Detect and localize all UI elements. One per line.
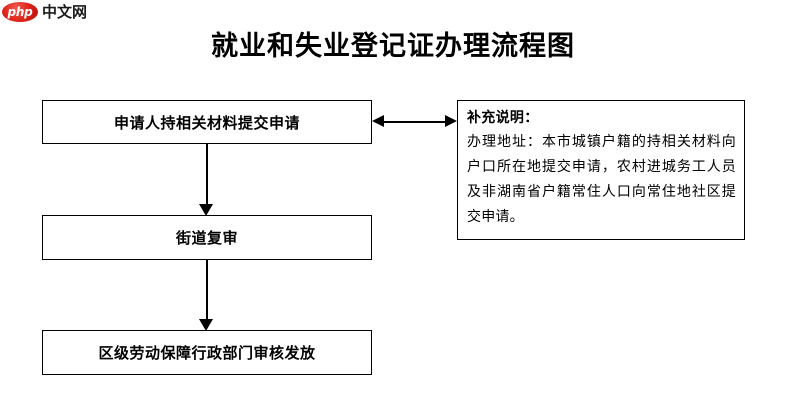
flow-node-apply-label: 申请人持相关材料提交申请	[113, 113, 300, 132]
flow-node-street-review: 街道复审	[42, 215, 372, 260]
php-logo-icon: php	[2, 2, 38, 22]
page-title: 就业和失业登记证办理流程图	[211, 31, 575, 62]
connector-street-to-issue-line	[206, 260, 208, 322]
connector-apply-to-note-line	[382, 121, 448, 123]
flow-node-district-issue-label: 区级劳动保障行政部门审核发放	[98, 344, 316, 362]
flow-node-district-issue: 区级劳动保障行政部门审核发放	[42, 330, 372, 375]
supplementary-note-body: 办理地址：本市城镇户籍的持相关材料向户口所在地提交申请，农村进城务工人员及非湖南…	[467, 134, 736, 225]
connector-street-to-issue-arrowhead-icon	[199, 319, 213, 331]
connector-apply-to-street-arrowhead-icon	[199, 204, 213, 216]
connector-note-arrowhead-right-icon	[445, 115, 457, 127]
supplementary-note-heading: 补充说明：	[467, 110, 539, 126]
flow-node-street-review-label: 街道复审	[175, 229, 238, 247]
connector-note-arrowhead-left-icon	[372, 115, 384, 127]
site-logo: php 中文网	[2, 1, 87, 23]
flow-node-apply: 申请人持相关材料提交申请	[42, 100, 372, 144]
supplementary-note-box: 补充说明： 办理地址：本市城镇户籍的持相关材料向户口所在地提交申请，农村进城务工…	[457, 100, 745, 240]
site-name-label: 中文网	[42, 3, 88, 21]
connector-apply-to-street-line	[206, 144, 208, 207]
